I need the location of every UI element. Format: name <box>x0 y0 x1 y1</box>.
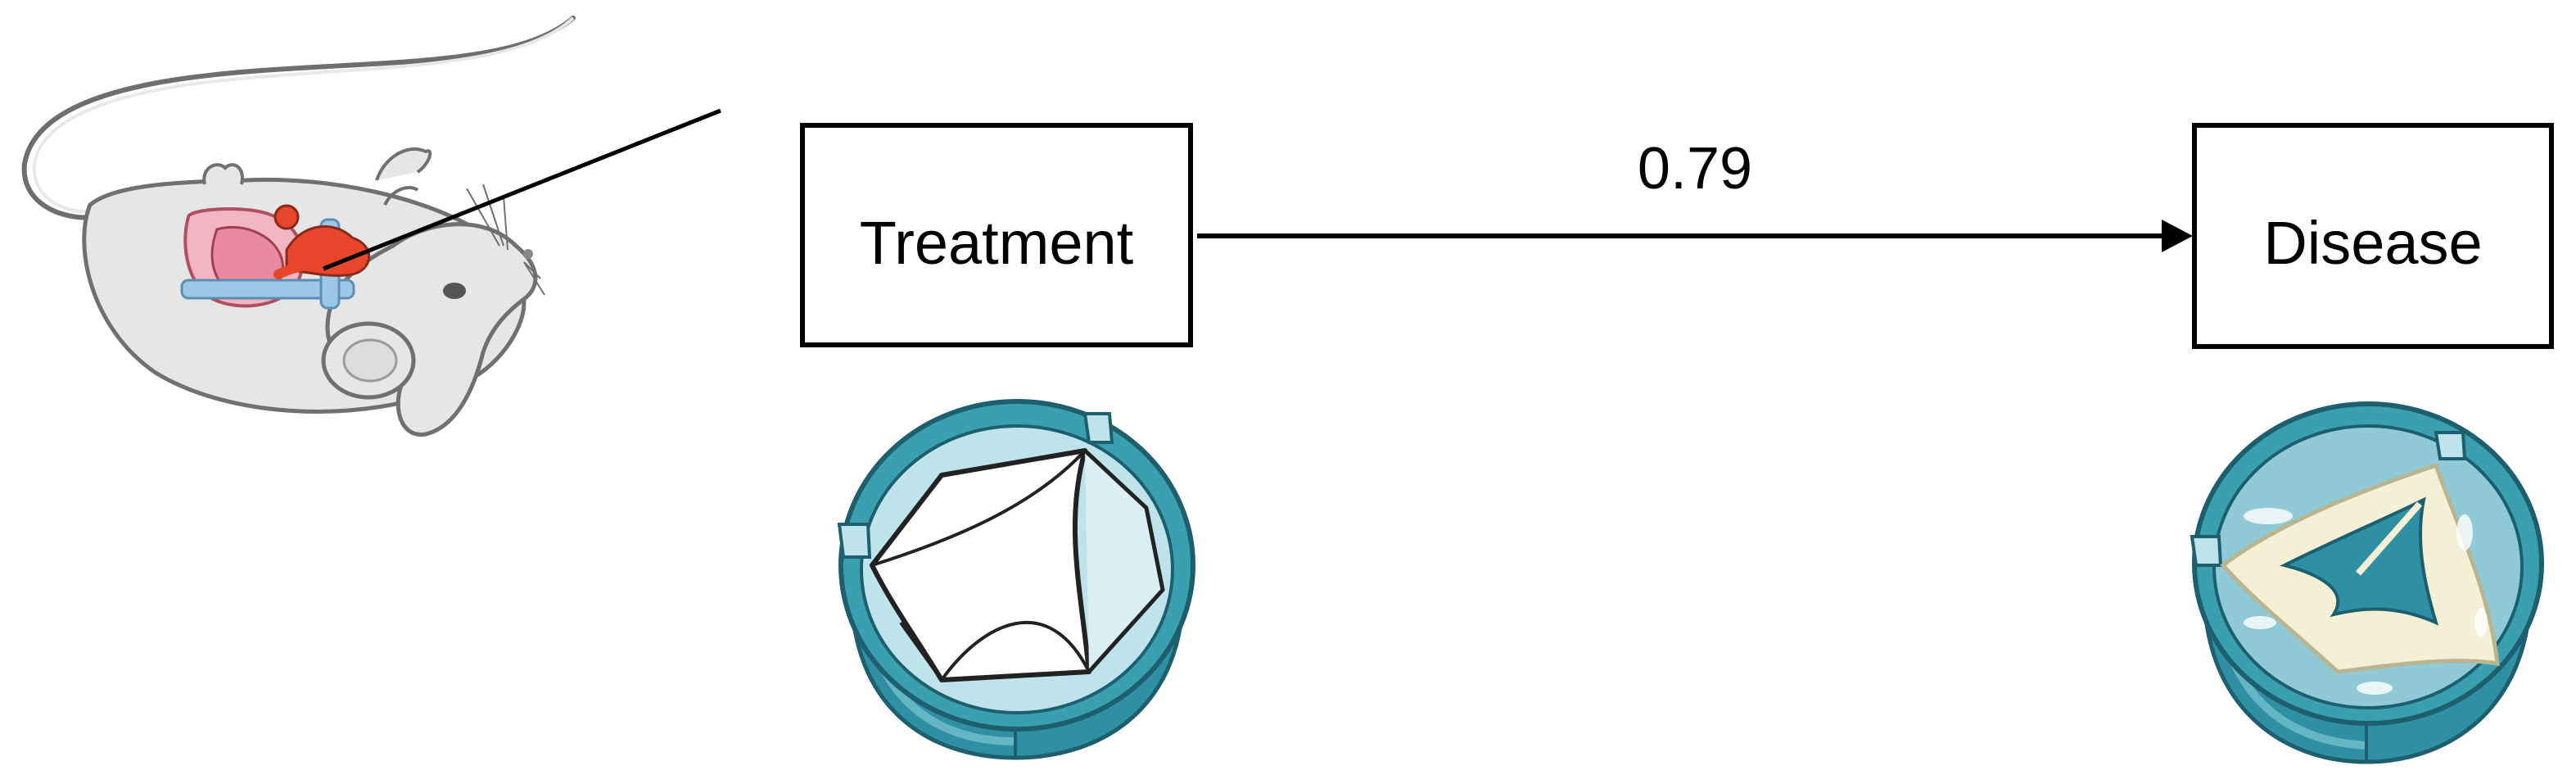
causal-edge: 0.79 <box>1197 136 2193 252</box>
treatment-box <box>800 123 1193 347</box>
disease-label: Disease <box>2263 209 2482 277</box>
pointer-line <box>323 108 721 271</box>
edge-weight-label: 0.79 <box>1638 136 1752 202</box>
disease-node: Disease <box>2192 123 2554 349</box>
mouse-heart-dissection-icon <box>21 16 576 437</box>
treatment-node: Treatment <box>800 123 1193 347</box>
healthy-heart-valve-icon <box>837 399 1195 760</box>
arrowhead-icon <box>2162 220 2193 252</box>
treatment-label: Treatment <box>860 209 1134 277</box>
disease-box <box>2192 123 2554 349</box>
calcified-heart-valve-icon <box>2190 401 2544 764</box>
